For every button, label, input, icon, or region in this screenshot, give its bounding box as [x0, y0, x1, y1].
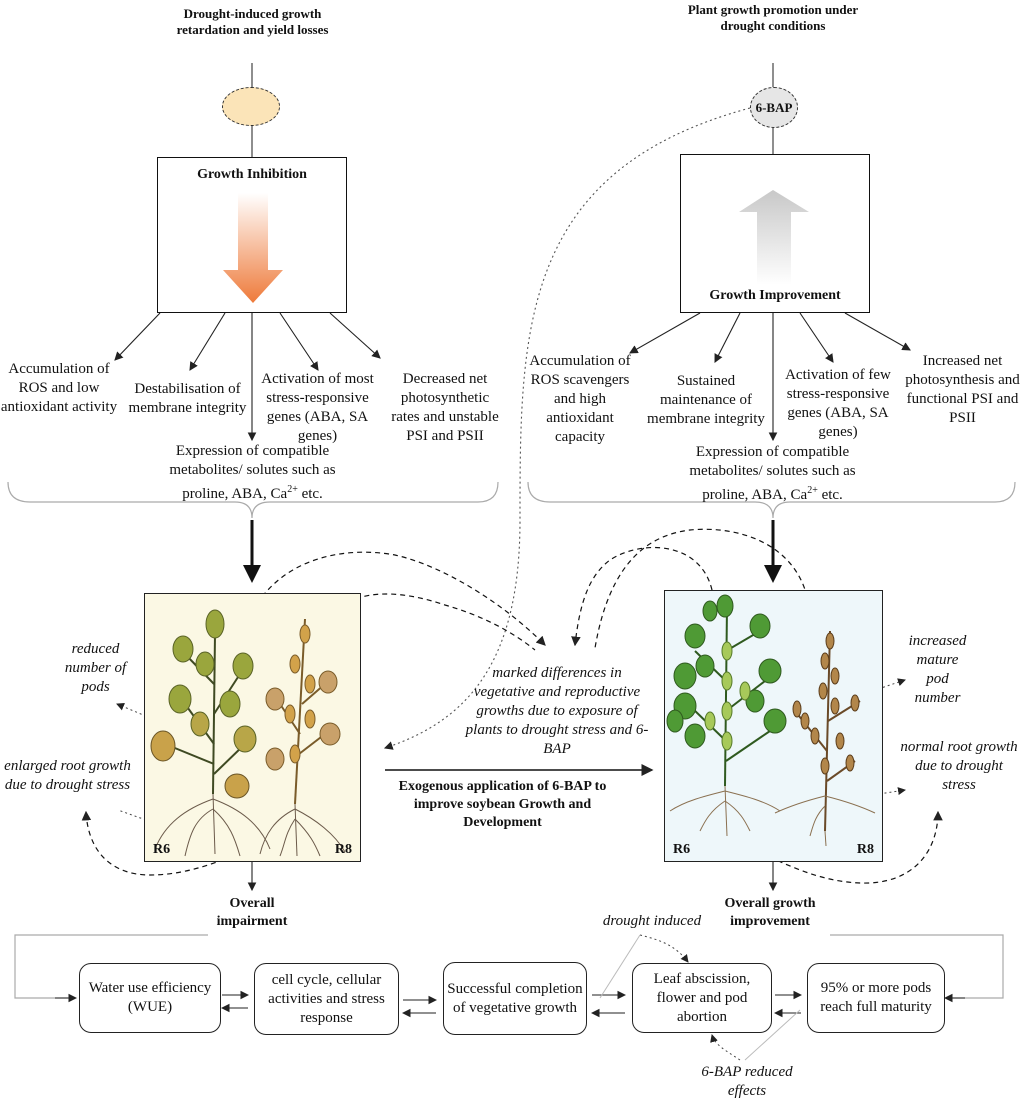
node-leaf-abscission: Leaf abscission, flower and pod abortion: [632, 963, 772, 1033]
growth-improvement-box: Growth Improvement: [680, 154, 870, 313]
right-expression-line2: metabolites/ solutes such as: [689, 463, 856, 479]
left-expression-end: etc.: [297, 486, 323, 502]
bap-plant-image: R6 R8: [664, 590, 883, 862]
right-expression-text: Expression of compatible metabolites/ so…: [670, 443, 875, 505]
bap-soybean-illustration: [666, 594, 876, 847]
node-cell-cycle: cell cycle, cellular activities and stre…: [254, 963, 399, 1035]
node-leaf-abscission-label: Leaf abscission, flower and pod abortion: [653, 970, 751, 1025]
node-pods-maturity: 95% or more pods reach full maturity: [807, 963, 945, 1033]
left-expression-line2: metabolites/ solutes such as: [169, 462, 336, 478]
right-effect-ros: Accumulation of ROS scavengers and high …: [529, 353, 631, 445]
node-vegetative-growth: Successful completion of vegetative grow…: [443, 962, 587, 1035]
left-expression-line1: Expression of compatible: [175, 443, 330, 459]
left-top-title: Drought-induced growth retardation and y…: [176, 6, 329, 37]
left-effect-ros: Accumulation of ROS and low antioxidant …: [0, 361, 118, 415]
left-effect-genes: Activation of most stress-responsive gen…: [261, 371, 374, 444]
node-cell-cycle-label: cell cycle, cellular activities and stre…: [268, 971, 385, 1026]
right-effect-photosynthesis: Increased net photosynthesis and functio…: [905, 353, 1020, 426]
left-stress-circle: [222, 87, 280, 126]
right-top-title: Plant growth promotion under drought con…: [687, 2, 859, 33]
right-effect-genes: Activation of few stress-responsive gene…: [785, 367, 891, 440]
right-stage-r8: R8: [856, 842, 874, 857]
overall-improvement-label: Overall growth improvement: [724, 896, 816, 929]
right-stage-r6: R6: [673, 842, 691, 857]
bap-reduced-effects-label: 6-BAP reduced effects: [701, 1064, 793, 1099]
left-effect-photosynthesis: Decreased net photosynthetic rates and u…: [391, 371, 499, 444]
up-arrow-icon: [739, 190, 809, 285]
node-wue: Water use efficiency (WUE): [79, 963, 221, 1033]
note-enlarged-root: enlarged root growth due to drought stre…: [4, 758, 131, 793]
left-stage-r8: R8: [334, 842, 352, 857]
center-main-label: Exogenous application of 6-BAP to improv…: [398, 779, 607, 830]
drought-plant-image: R6 R8: [144, 593, 361, 862]
down-arrow-icon: [223, 193, 283, 303]
right-expression-ca: proline, ABA, Ca: [702, 487, 808, 503]
growth-inhibition-box: Growth Inhibition: [157, 157, 347, 313]
left-expression-text: Expression of compatible metabolites/ so…: [150, 442, 355, 504]
node-vegetative-label: Successful completion of vegetative grow…: [447, 980, 583, 1016]
right-expression-sup: 2+: [807, 485, 818, 496]
note-normal-root: normal root growth due to drought stress: [900, 739, 1018, 793]
node-pods-maturity-label: 95% or more pods reach full maturity: [820, 980, 932, 1015]
drought-induced-label: drought induced: [602, 913, 702, 929]
center-differences-text: marked differences in vegetative and rep…: [465, 665, 649, 757]
overall-impairment-label: Overall impairment: [216, 896, 288, 929]
drought-soybean-illustration: [150, 609, 346, 857]
left-effect-membrane: Destabilisation of membrane integrity: [128, 381, 247, 416]
right-expression-line3: proline, ABA, Ca2+ etc.: [670, 481, 875, 505]
growth-inhibition-label: Growth Inhibition: [197, 167, 307, 182]
right-expression-line1: Expression of compatible: [695, 444, 850, 460]
left-stage-r6: R6: [153, 842, 171, 857]
bap-node: 6-BAP: [750, 87, 798, 128]
left-expression-sup: 2+: [287, 484, 298, 495]
bap-node-label: 6-BAP: [755, 99, 793, 115]
left-expression-line3: proline, ABA, Ca2+ etc.: [150, 480, 355, 504]
node-wue-label: Water use efficiency (WUE): [88, 980, 212, 1015]
right-effect-membrane: Sustained maintenance of membrane integr…: [647, 373, 765, 427]
left-expression-ca: proline, ABA, Ca: [182, 486, 288, 502]
note-reduced-pods: reduced number of pods: [64, 641, 127, 695]
note-increased-pods: increased mature pod number: [908, 633, 967, 706]
growth-improvement-label: Growth Improvement: [709, 288, 841, 303]
right-expression-end: etc.: [817, 487, 843, 503]
